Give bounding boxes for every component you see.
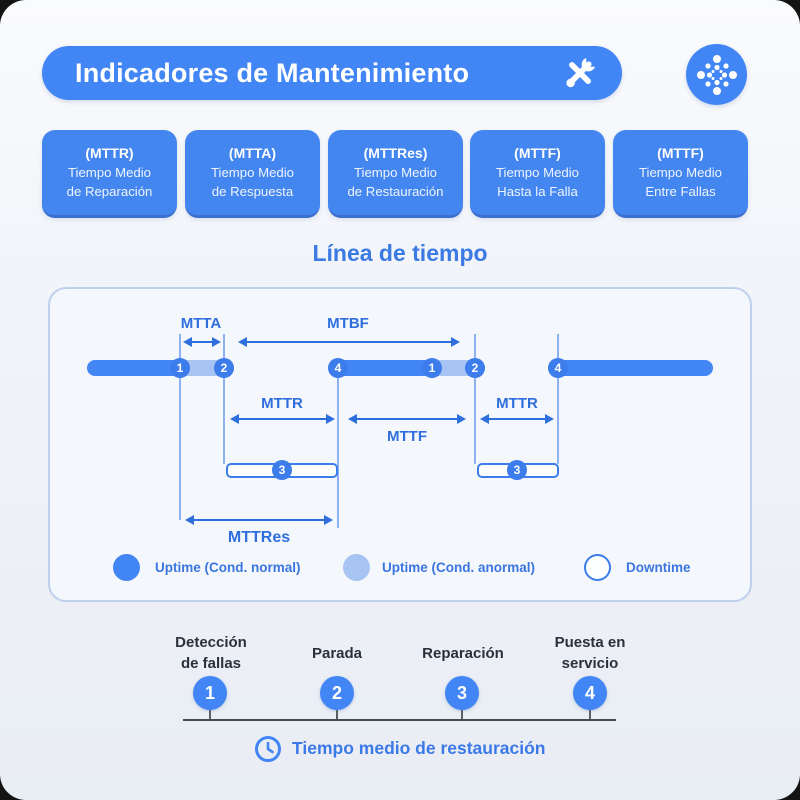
card-mtbf: (MTTF) Tiempo Medio Entre Fallas: [613, 130, 748, 218]
step-label-line: Reparación: [422, 645, 504, 662]
card-line2: Entre Fallas: [645, 184, 716, 199]
mttres-label: MTTRes: [227, 529, 291, 546]
dot-cluster-logo: [686, 44, 747, 105]
guide-line-1a: [179, 334, 181, 520]
step-label-line: Detección: [175, 634, 247, 651]
card-line2: de Restauración: [347, 184, 444, 199]
uptime-anormal-segment: [431, 360, 476, 376]
legend-label: Uptime (Cond. anormal): [382, 560, 536, 575]
card-line2: de Respuesta: [211, 184, 294, 199]
timeline-node: 1: [422, 358, 442, 378]
clock-icon: [254, 735, 282, 768]
uptime-normal-segment: [337, 360, 433, 376]
mtbf-arrow: [238, 337, 460, 347]
timeline-node: 4: [328, 358, 348, 378]
step-stem: [209, 710, 211, 720]
card-abbr: (MTTRes): [363, 145, 428, 161]
card-mttres: (MTTRes) Tiempo Medio de Restauración: [328, 130, 463, 218]
step-stem: [336, 710, 338, 720]
step-label-reparacion: Reparación: [422, 643, 504, 664]
footer-caption: Tiempo medio de restauración: [292, 738, 546, 758]
timeline-node: 1: [170, 358, 190, 378]
card-line1: Tiempo Medio: [353, 165, 438, 180]
downtime-node: 3: [507, 460, 527, 480]
mttf-label: MTTF: [387, 428, 427, 445]
page-title: Indicadores de Mantenimiento: [75, 57, 470, 88]
legend-label: Downtime: [626, 560, 691, 575]
timeline-node: 4: [548, 358, 568, 378]
step-label-puesta: Puesta en servicio: [555, 632, 626, 674]
guide-line-4a: [337, 368, 339, 528]
mttres-arrow: [185, 515, 333, 525]
card-line1: Tiempo Medio: [495, 165, 580, 180]
timeline-section-title: Línea de tiempo: [312, 240, 488, 266]
step-label-parada: Parada: [312, 643, 362, 664]
card-abbr: (MTTA): [228, 145, 277, 161]
card-mttr: (MTTR) Tiempo Medio de Reparación: [42, 130, 177, 218]
legend-swatch-uptime-normal: [113, 554, 140, 581]
timeline-frame: [48, 287, 752, 602]
mttr-right-label: MTTR: [496, 395, 538, 412]
step-circle-2: 2: [320, 676, 354, 710]
step-stem: [461, 710, 463, 720]
step-stem: [589, 710, 591, 720]
step-label-line: Parada: [311, 645, 363, 662]
timeline-node: 2: [214, 358, 234, 378]
mttf-arrow: [348, 414, 466, 424]
legend-swatch-uptime-anormal: [343, 554, 370, 581]
step-circle-4: 4: [573, 676, 607, 710]
guide-line-4b: [557, 334, 559, 464]
tools-icon: [560, 53, 600, 93]
step-label-deteccion: Detección de fallas: [175, 632, 247, 674]
mttr-right-arrow: [480, 414, 554, 424]
step-label-line: de fallas: [180, 655, 242, 672]
mtbf-label: MTBF: [327, 315, 369, 332]
card-line2: de Reparación: [66, 184, 153, 199]
card-abbr: (MTTF): [657, 145, 704, 161]
card-abbr: (MTTF): [514, 145, 561, 161]
mtta-label: MTTA: [180, 315, 222, 332]
mtta-arrow: [183, 337, 221, 347]
guide-line-2b: [474, 334, 476, 464]
step-label-line: Puesta en: [554, 634, 626, 651]
step-circle-3: 3: [445, 676, 479, 710]
uptime-normal-segment: [87, 360, 182, 376]
step-label-line: servicio: [561, 655, 619, 672]
steps-axis-line: [183, 719, 616, 721]
uptime-normal-segment: [557, 360, 713, 376]
card-line2: Hasta la Falla: [497, 184, 578, 199]
guide-line-2a: [223, 334, 225, 464]
downtime-node: 3: [272, 460, 292, 480]
card-line1: Tiempo Medio: [210, 165, 295, 180]
header-title-pill: Indicadores de Mantenimiento: [42, 46, 622, 100]
step-circle-1: 1: [193, 676, 227, 710]
card-mttf: (MTTF) Tiempo Medio Hasta la Falla: [470, 130, 605, 218]
legend-swatch-downtime: [584, 554, 611, 581]
card-abbr: (MTTR): [85, 145, 134, 161]
card-line1: Tiempo Medio: [638, 165, 723, 180]
card-line1: Tiempo Medio: [67, 165, 152, 180]
uptime-anormal-segment: [180, 360, 225, 376]
mttr-left-label: MTTR: [261, 395, 303, 412]
timeline-node: 2: [465, 358, 485, 378]
card-mtta: (MTTA) Tiempo Medio de Respuesta: [185, 130, 320, 218]
mttr-left-arrow: [230, 414, 335, 424]
legend-label: Uptime (Cond. normal): [155, 560, 301, 575]
